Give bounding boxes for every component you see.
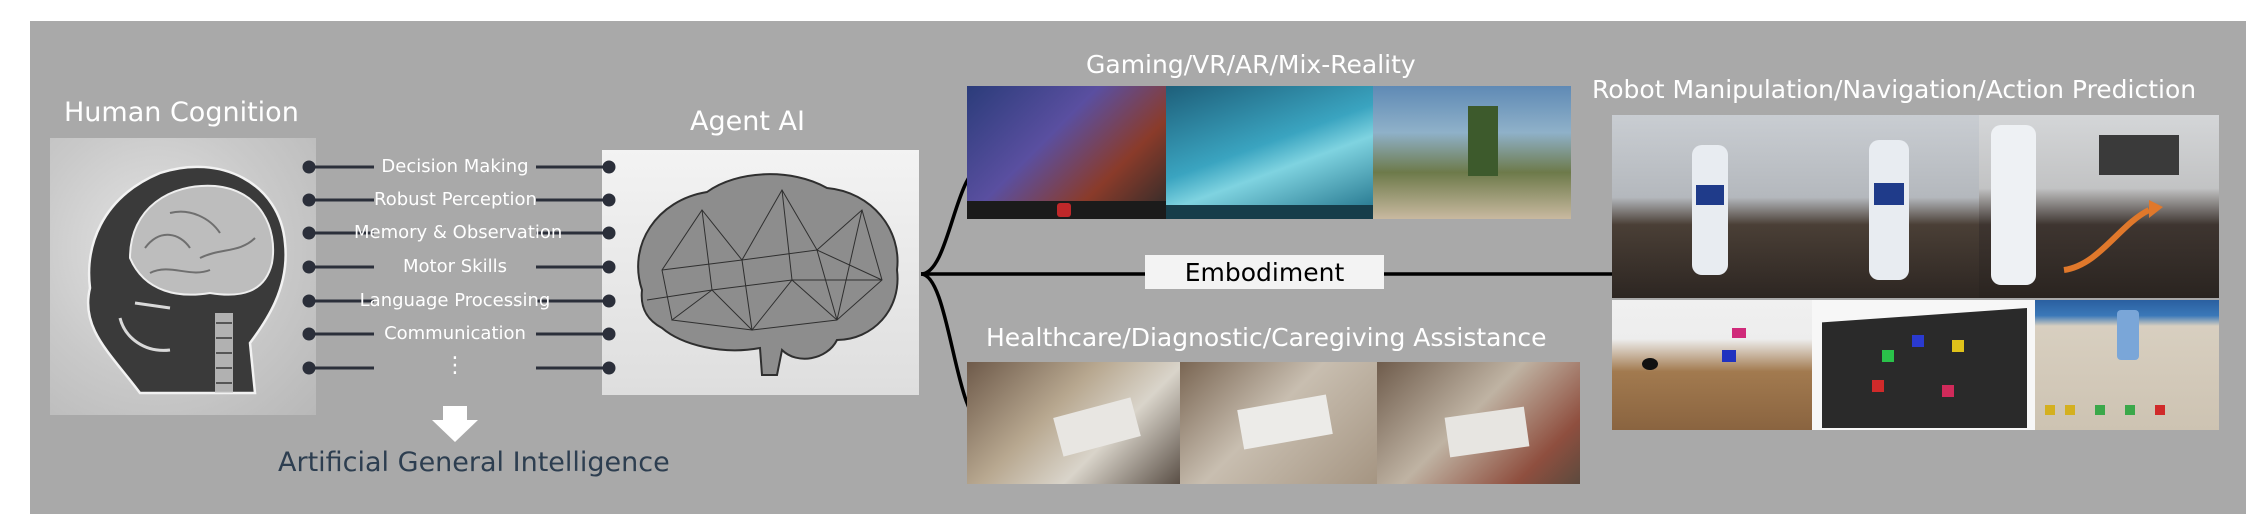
human-cognition-title: Human Cognition bbox=[64, 97, 299, 128]
gaming-screenshot-1 bbox=[967, 86, 1166, 219]
connector-dot-right-4 bbox=[602, 294, 616, 308]
capability-robust-perception: Robust Perception bbox=[374, 189, 537, 210]
connector-dot-right-2 bbox=[602, 226, 616, 240]
connector-dot-left-2 bbox=[302, 226, 316, 240]
connector-dot-left-3 bbox=[302, 260, 316, 274]
connector-dot-left-6 bbox=[302, 361, 316, 375]
robot-photo-1 bbox=[1612, 115, 1794, 298]
agi-label: Artificial General Intelligence bbox=[278, 447, 670, 478]
embodiment-text: Embodiment bbox=[1184, 257, 1345, 287]
connector-dot-right-3 bbox=[602, 260, 616, 274]
robot-sim-photo-1 bbox=[1612, 300, 1812, 430]
connector-dot-left-5 bbox=[302, 327, 316, 341]
connector-dot-left-0 bbox=[302, 160, 316, 174]
robot-title: Robot Manipulation/Navigation/Action Pre… bbox=[1592, 75, 2197, 104]
healthcare-photo-3 bbox=[1377, 362, 1580, 484]
agent-ai-title: Agent AI bbox=[690, 106, 805, 137]
capability-ellipsis: ⋮ bbox=[444, 353, 466, 378]
robot-photo-2 bbox=[1794, 115, 1979, 298]
gaming-title: Gaming/VR/AR/Mix-Reality bbox=[1086, 50, 1416, 79]
connector-dot-right-1 bbox=[602, 193, 616, 207]
action-arrow-icon bbox=[2063, 200, 2163, 273]
connector-dot-right-5 bbox=[602, 327, 616, 341]
connector-dot-left-1 bbox=[302, 193, 316, 207]
capability-motor-skills: Motor Skills bbox=[403, 256, 507, 277]
connector-dot-right-6 bbox=[602, 361, 616, 375]
connector-dot-left-4 bbox=[302, 294, 316, 308]
connector-dot-right-0 bbox=[602, 160, 616, 174]
human-head-xray-image bbox=[50, 138, 316, 415]
healthcare-photo-2 bbox=[1180, 362, 1377, 484]
capability-language-processing: Language Processing bbox=[359, 290, 551, 311]
robot-sim-photo-3 bbox=[2035, 300, 2219, 430]
capability-decision-making: Decision Making bbox=[381, 156, 529, 177]
capability-memory-observation: Memory & Observation bbox=[354, 222, 563, 243]
down-arrow-icon bbox=[432, 406, 478, 442]
low-poly-brain-image bbox=[602, 150, 919, 395]
healthcare-photo-1 bbox=[967, 362, 1180, 484]
capability-communication: Communication bbox=[384, 323, 526, 344]
gaming-screenshot-2 bbox=[1166, 86, 1373, 219]
robot-photo-3 bbox=[1979, 115, 2219, 298]
robot-sim-photo-2 bbox=[1812, 300, 2035, 430]
embodiment-label: Embodiment bbox=[1145, 255, 1384, 289]
healthcare-title: Healthcare/Diagnostic/Caregiving Assista… bbox=[986, 323, 1547, 352]
gaming-screenshot-3 bbox=[1373, 86, 1571, 219]
